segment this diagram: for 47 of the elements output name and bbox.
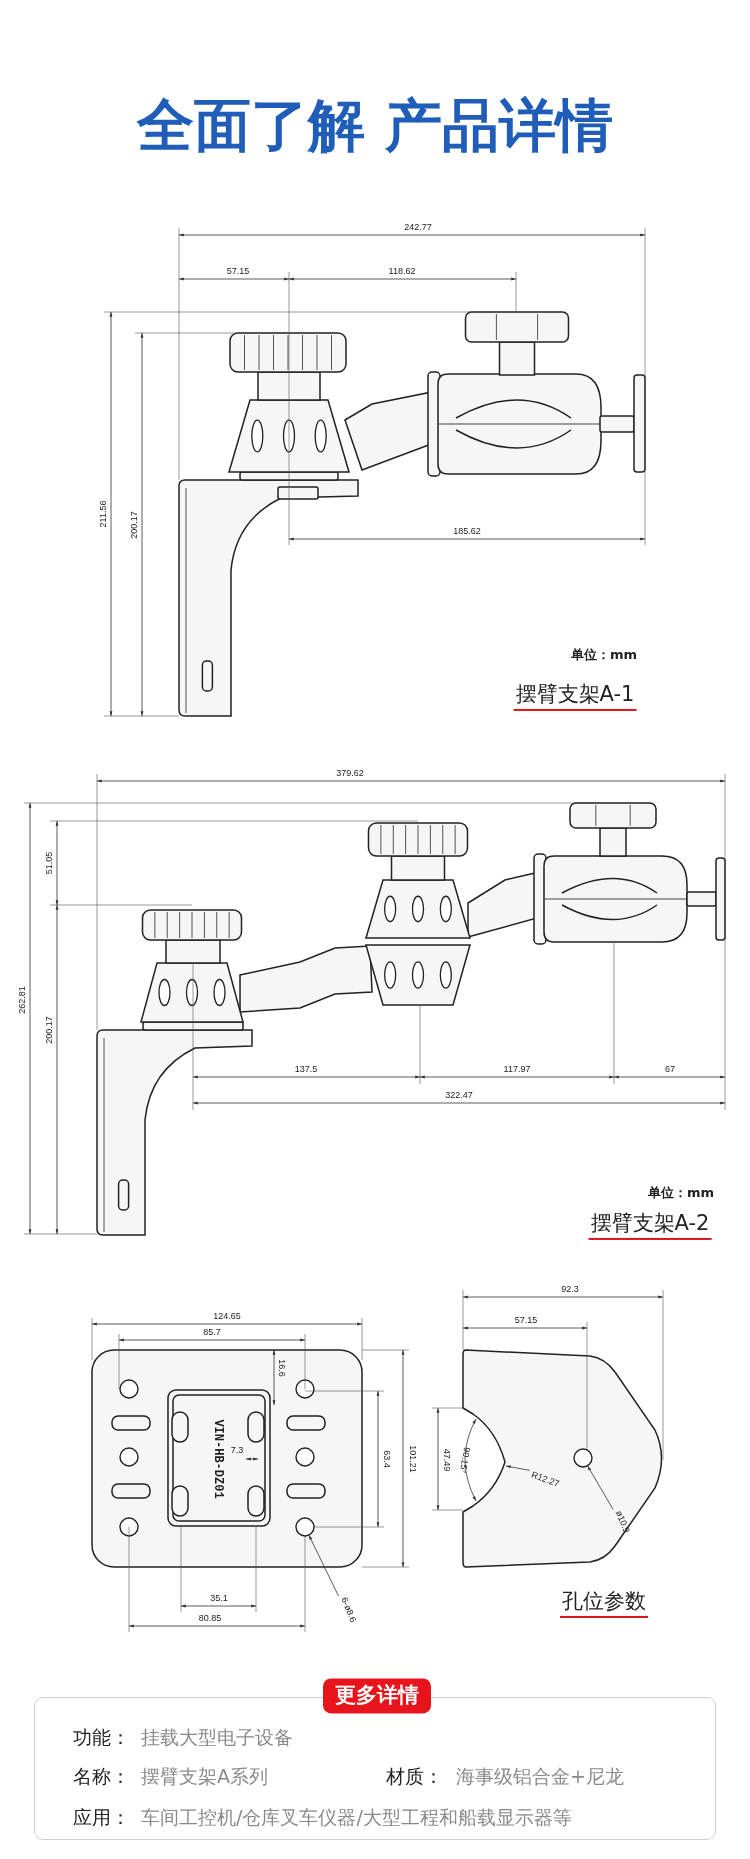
dimension-text: 101.21 — [407, 1445, 417, 1473]
unit-note: 单位：mm — [570, 647, 638, 663]
dimension-text: 6-ø8.6 — [338, 1596, 358, 1624]
mounting-hole — [573, 1448, 593, 1468]
view-caption: 摆臂支架A-2 — [588, 1211, 712, 1241]
view-caption: 孔位参数 — [560, 1589, 648, 1619]
dimension-text: 67 — [665, 1065, 675, 1075]
dimension-text: 242.77 — [404, 223, 432, 233]
dimension-text: 137.5 — [294, 1065, 318, 1075]
dimension-text: 117.97 — [503, 1065, 531, 1075]
engraved-text: VIN-HB-DZ01 — [210, 1419, 224, 1499]
dimension-text: 262.81 — [18, 986, 28, 1014]
field-value: 海事级铝合金+尼龙 — [456, 1765, 624, 1787]
dimension-text: 35.1 — [210, 1594, 228, 1604]
dimension-text: 47.49 — [441, 1448, 451, 1472]
dimension-text: ø10.9 — [613, 1509, 631, 1535]
dimension-text: 16.6 — [276, 1359, 286, 1377]
dimension-text: 7.3 — [230, 1446, 244, 1456]
dimension-text: 211.56 — [99, 500, 109, 528]
dimension-text: 80.85 — [198, 1614, 222, 1624]
field-name: 应用： — [73, 1806, 130, 1828]
field-name: 名称： — [73, 1765, 130, 1787]
dimension-text: 51.05 — [45, 851, 55, 875]
dimension-text: 85.7 — [203, 1328, 221, 1338]
field-name: 功能： — [73, 1726, 130, 1748]
field-value: 挂载大型电子设备 — [141, 1726, 293, 1748]
dimension-text: R12.27 — [529, 1470, 561, 1490]
field-value: 摆臂支架A系列 — [141, 1765, 268, 1787]
dimension-text: 57.15 — [226, 267, 250, 277]
dimension-text: 200.17 — [130, 511, 140, 539]
dimension-text: 63.4 — [381, 1450, 391, 1468]
dimension-text: 118.62 — [388, 267, 416, 277]
dimension-text: 90.15° — [456, 1446, 472, 1474]
unit-note: 单位：mm — [647, 1185, 715, 1201]
heading-badge: 更多详情 — [323, 1678, 431, 1714]
page-title: 全面了解 产品详情 — [135, 91, 614, 160]
dimension-text: 124.65 — [213, 1312, 241, 1322]
dimension-text: 200.17 — [45, 1016, 55, 1044]
mounting-hole — [295, 1517, 315, 1537]
view-caption: 摆臂支架A-1 — [513, 682, 637, 712]
dimension-text: 92.3 — [561, 1285, 579, 1295]
field-value: 车间工控机/仓库叉车仪器/大型工程和船载显示器等 — [141, 1806, 572, 1828]
dimension-text: 322.47 — [445, 1091, 473, 1101]
dimension-text: 185.62 — [453, 527, 481, 537]
dimension-text: 379.62 — [336, 769, 364, 779]
field-name: 材质： — [386, 1765, 443, 1787]
dimension-text: 57.15 — [514, 1316, 538, 1326]
